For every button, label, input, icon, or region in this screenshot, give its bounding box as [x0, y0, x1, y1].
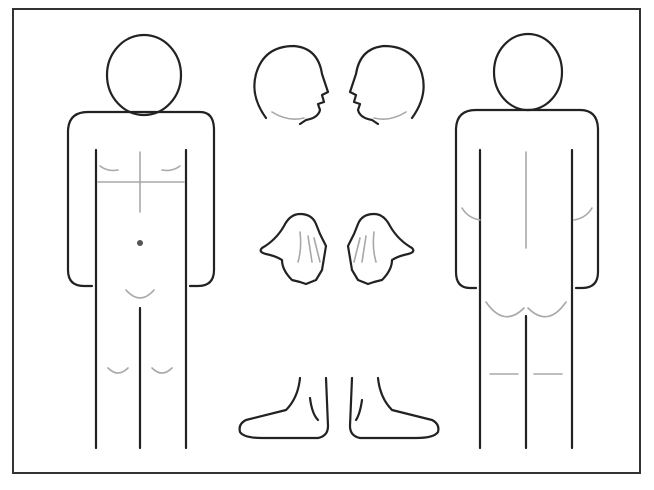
front-navel: [137, 240, 143, 246]
foot-right: [350, 378, 438, 438]
back-right-waist-line: [574, 208, 592, 220]
hand-right-finger-line-1: [362, 236, 366, 262]
front-left-knee: [108, 368, 128, 373]
head-right-jaw: [272, 112, 304, 119]
head-left-jaw: [374, 112, 406, 119]
hand-right: [348, 214, 413, 284]
body-front-figure: [68, 35, 214, 448]
front-groin-line: [126, 290, 154, 298]
head-left-outline: [350, 46, 424, 124]
body-back-figure: [456, 34, 598, 448]
hand-right-finger-line-2: [354, 238, 360, 262]
back-torso-outline: [456, 110, 598, 288]
foot-right-ankle-line: [356, 400, 362, 420]
back-head: [494, 34, 562, 110]
foot-left-outline: [240, 378, 328, 438]
hand-left-finger-line-1: [308, 236, 312, 262]
front-right-knee: [152, 368, 172, 373]
head-right-profile: [254, 46, 328, 124]
back-left-buttock: [486, 302, 524, 317]
head-right-outline: [254, 46, 328, 124]
foot-right-outline: [350, 378, 438, 438]
foot-left: [240, 378, 328, 438]
front-chest-right-line: [162, 166, 180, 171]
foot-left-ankle-line: [310, 398, 318, 420]
front-torso-outline: [68, 112, 214, 286]
back-left-waist-line: [462, 208, 480, 220]
hand-left-palm-line: [298, 232, 301, 262]
hand-right-palm-line: [373, 232, 376, 262]
hand-left: [261, 214, 326, 284]
front-chest-left-line: [100, 166, 118, 171]
head-left-profile: [350, 46, 424, 124]
front-head: [107, 35, 181, 115]
back-right-buttock: [528, 302, 566, 317]
hand-left-finger-line-2: [314, 238, 320, 262]
